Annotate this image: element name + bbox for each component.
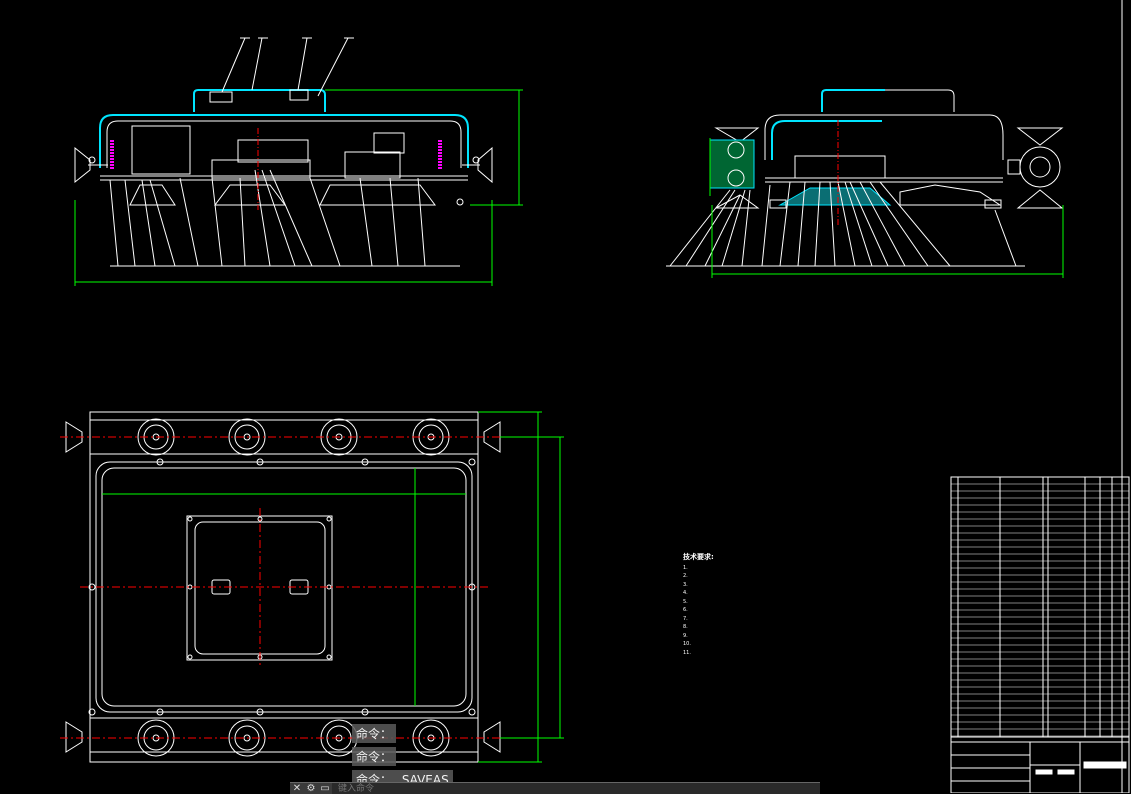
plan-view-dimensions <box>102 411 564 763</box>
side-view <box>666 89 1064 267</box>
close-icon[interactable]: ✕ <box>292 783 302 794</box>
command-input[interactable] <box>332 783 820 794</box>
side-view-dimensions <box>709 138 1064 278</box>
tech-note-line: 5. <box>683 598 688 605</box>
tech-note-line: 7. <box>683 615 688 622</box>
title-block <box>950 736 1130 793</box>
tech-note-line: 3. <box>683 581 688 588</box>
tech-note-line: 2. <box>683 573 688 579</box>
wrench-icon[interactable]: ⚙ <box>306 783 316 794</box>
front-view-dimensions <box>74 89 523 286</box>
command-line-bar: ✕ ⚙ ▭ <box>290 782 820 794</box>
front-view <box>74 37 493 267</box>
plan-view-centerlines <box>60 436 510 739</box>
tech-note-line: 10. <box>683 641 691 647</box>
command-history-line: 命令： <box>352 747 397 766</box>
parts-list-rows <box>951 483 1129 737</box>
tech-note-line: 11. <box>683 649 691 656</box>
technical-requirements: 技术要求: 1. 2. 3. 4. 5. 6. 7. 8. 9. 10. 11. <box>683 553 714 657</box>
parts-list <box>950 476 1130 738</box>
tech-note-line: 1. <box>683 564 688 571</box>
tech-note-line: 9. <box>683 632 688 639</box>
command-prompt-icon[interactable]: ▭ <box>320 783 330 794</box>
technical-requirements-title: 技术要求: <box>683 553 714 561</box>
tech-note-line: 6. <box>683 607 688 613</box>
tech-note-line: 8. <box>683 624 688 630</box>
tech-note-line: 4. <box>683 590 688 596</box>
command-history-line: 命令： <box>352 724 397 743</box>
